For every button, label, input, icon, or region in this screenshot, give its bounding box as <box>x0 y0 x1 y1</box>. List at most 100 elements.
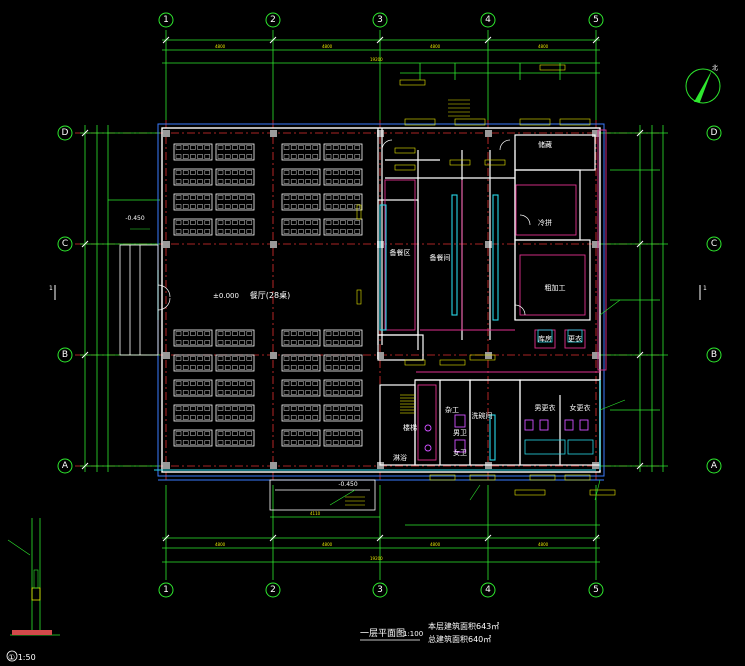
leader-lines <box>130 228 626 506</box>
dining-chair <box>305 431 311 436</box>
dining-chair <box>325 170 332 175</box>
dining-chair <box>175 145 182 150</box>
dining-chair <box>224 179 231 184</box>
dining-table <box>215 354 255 372</box>
dining-chair <box>283 390 290 395</box>
dining-chair <box>347 406 353 411</box>
floor-elevation-label: ±0.000 <box>213 292 239 300</box>
entrance-steps <box>119 244 376 511</box>
dining-chair <box>340 145 346 150</box>
dining-table <box>173 404 213 422</box>
dining-chair <box>182 229 189 234</box>
dining-chair <box>283 195 290 200</box>
dining-chair <box>312 170 319 175</box>
axis-grid <box>75 120 660 480</box>
dining-chair <box>312 406 319 411</box>
dining-chair <box>290 415 297 420</box>
dining-chair <box>305 170 311 175</box>
dining-chair <box>175 179 182 184</box>
dining-chair <box>182 145 189 150</box>
dining-chair <box>312 145 319 150</box>
dining-chair <box>182 365 189 370</box>
drawing-title: 一层平面图 <box>360 628 405 639</box>
dining-table <box>281 429 321 447</box>
dining-chair <box>246 340 253 345</box>
building-outline <box>157 123 605 481</box>
svg-text:4800: 4800 <box>538 44 549 49</box>
dining-chair <box>325 154 332 159</box>
dining-chair <box>347 365 353 370</box>
dining-chair <box>347 195 353 200</box>
dining-chair <box>332 440 339 445</box>
drawing-scale: 1:100 <box>403 630 423 638</box>
dining-chair <box>239 406 245 411</box>
dining-chair <box>325 390 332 395</box>
dining-chair <box>347 145 353 150</box>
area-note-1: 本层建筑面积643㎡ <box>428 621 499 631</box>
room-label-male-changing: 男更衣 <box>535 403 556 412</box>
dining-chair <box>204 220 211 225</box>
room-label-dining-hall: 餐厅(28桌) <box>250 290 290 300</box>
dining-chair <box>224 195 231 200</box>
dining-chair <box>246 154 253 159</box>
dining-chair <box>197 356 203 361</box>
dining-chair <box>232 356 238 361</box>
dining-chair <box>197 220 203 225</box>
room-label-female-wc: 女卫 <box>453 448 467 457</box>
svg-text:4800: 4800 <box>430 542 441 547</box>
dining-chair <box>290 145 297 150</box>
dining-chair <box>246 331 253 336</box>
dining-chair <box>239 415 245 420</box>
dining-chair <box>190 365 196 370</box>
dining-chair <box>217 195 224 200</box>
dining-chair <box>175 356 182 361</box>
entrance-elevation-label: -0.450 <box>338 481 358 488</box>
dining-chair <box>239 340 245 345</box>
dining-chair <box>283 204 290 209</box>
outdoor-elevation-label: -0.450 <box>125 215 145 222</box>
wall-section-detail <box>7 518 60 636</box>
svg-text:4800: 4800 <box>430 44 441 49</box>
dining-chair <box>298 179 304 184</box>
dining-chair <box>197 365 203 370</box>
dining-chair <box>246 440 253 445</box>
axis-label-row-d-left: D <box>62 128 69 138</box>
dining-chair <box>298 145 304 150</box>
dining-chair <box>325 356 332 361</box>
dining-chair <box>305 145 311 150</box>
dining-chair <box>312 179 319 184</box>
dining-chair <box>298 415 304 420</box>
dining-chair <box>190 440 196 445</box>
dining-chair <box>332 431 339 436</box>
dining-chair <box>340 431 346 436</box>
dining-chair <box>224 440 231 445</box>
dining-chair <box>239 145 245 150</box>
dimension-ticks <box>81 36 644 542</box>
detail-index-bubble <box>6 650 18 662</box>
dining-chair <box>224 331 231 336</box>
dining-chair <box>325 381 332 386</box>
svg-text:19200: 19200 <box>370 57 383 62</box>
dining-chair <box>175 406 182 411</box>
dining-chair <box>354 170 361 175</box>
dining-chair <box>283 179 290 184</box>
axis-label-col-3-top: 3 <box>377 15 383 25</box>
dining-chair <box>332 220 339 225</box>
dining-chair <box>190 220 196 225</box>
dining-chair <box>283 170 290 175</box>
dining-chair <box>347 390 353 395</box>
section-mark-right: 1 <box>703 285 707 292</box>
dining-chair <box>347 170 353 175</box>
dining-chair <box>204 406 211 411</box>
dining-chair <box>217 340 224 345</box>
dining-chair <box>298 365 304 370</box>
dining-chair <box>224 381 231 386</box>
axis-label-row-b-left: B <box>62 350 68 360</box>
dining-chair <box>298 220 304 225</box>
dining-chair <box>190 381 196 386</box>
axis-label-col-2-top: 2 <box>270 15 276 25</box>
dining-chair <box>217 431 224 436</box>
dining-table <box>281 379 321 397</box>
dining-chair <box>325 331 332 336</box>
dining-chair <box>283 356 290 361</box>
